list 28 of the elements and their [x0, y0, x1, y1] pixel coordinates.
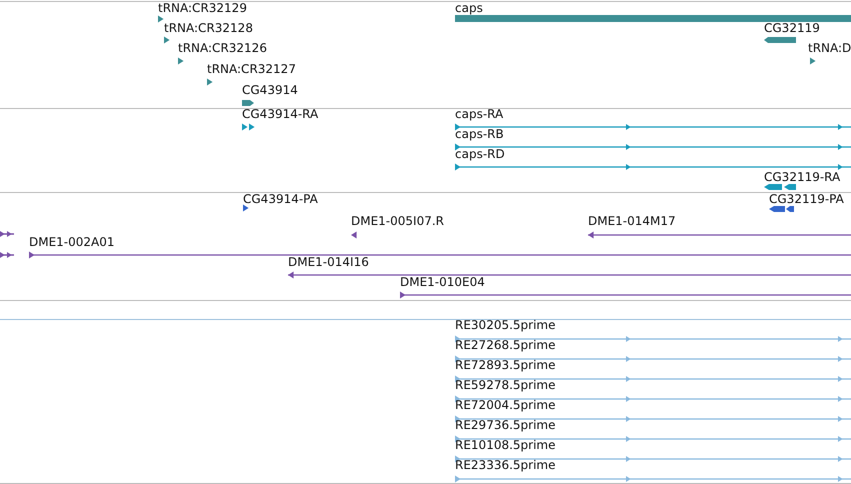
feature-label: CG32119-PA [769, 192, 844, 206]
feature-label: CG32119 [764, 21, 820, 35]
feature-label: DME1-010E04 [400, 275, 485, 289]
feature-label: RE59278.5prime [455, 378, 556, 392]
feature-label: tRNA:CR32127 [207, 62, 296, 76]
feature-label: RE30205.5prime [455, 318, 556, 332]
feature-label: CG43914 [242, 83, 298, 97]
feature-label: RE72893.5prime [455, 358, 556, 372]
feature-label: caps-RA [455, 107, 504, 121]
feature-label: RE23336.5prime [455, 458, 556, 472]
feature-label: CG32119-RA [764, 170, 840, 184]
feature-label: DME1-014I16 [288, 255, 369, 269]
feature-label: tRNA:D [808, 41, 851, 55]
feature-label: DME1-002A01 [29, 235, 115, 249]
feature-label: DME1-014M17 [588, 214, 676, 228]
feature-label: CG43914-RA [242, 107, 318, 121]
feature-label: RE29736.5prime [455, 418, 556, 432]
feature-label: caps-RD [455, 147, 505, 161]
feature-label: caps [455, 1, 483, 15]
feature-label: tRNA:CR32126 [178, 41, 267, 55]
feature-label: DME1-005I07.R [351, 214, 444, 228]
feature-label: RE27268.5prime [455, 338, 556, 352]
feature-label: tRNA:CR32128 [164, 21, 253, 35]
feature-label: CG43914-PA [243, 192, 318, 206]
feature-label: caps-RB [455, 127, 504, 141]
feature-label: RE72004.5prime [455, 398, 556, 412]
feature-label: RE10108.5prime [455, 438, 556, 452]
feature-label: tRNA:CR32129 [158, 1, 247, 15]
